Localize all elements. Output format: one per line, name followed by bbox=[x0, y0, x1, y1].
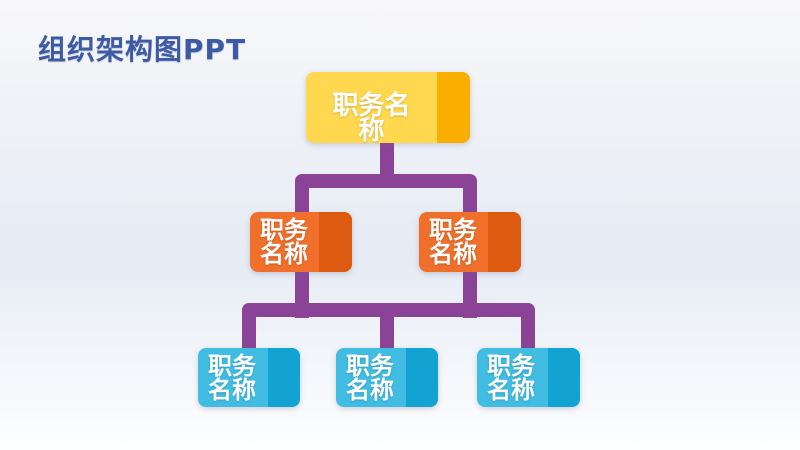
org-node-level3-2-accent-strip bbox=[406, 348, 438, 407]
org-node-level2-1[interactable]: 职务名称 bbox=[250, 212, 352, 272]
org-node-level2-2-label: 职务名称 bbox=[429, 216, 477, 268]
org-node-level2-2[interactable]: 职务名称 bbox=[419, 212, 521, 272]
org-node-level3-3-accent-strip bbox=[548, 348, 580, 407]
org-node-level2-1-label: 职务名称 bbox=[260, 216, 308, 268]
org-node-level3-2-label: 职务名称 bbox=[346, 352, 394, 404]
org-node-level3-3[interactable]: 职务名称 bbox=[477, 348, 580, 407]
org-node-level2-1-accent-strip bbox=[319, 212, 352, 272]
org-node-root-label: 职务名称 bbox=[332, 91, 411, 146]
org-node-level3-1-accent-strip bbox=[268, 348, 300, 407]
org-node-level3-3-label: 职务名称 bbox=[487, 352, 535, 404]
org-node-level3-1-label: 职务名称 bbox=[208, 352, 256, 404]
org-node-level3-1[interactable]: 职务名称 bbox=[198, 348, 300, 407]
org-node-level3-2[interactable]: 职务名称 bbox=[336, 348, 438, 407]
org-node-level2-2-accent-strip bbox=[488, 212, 521, 272]
org-node-root[interactable]: 职务名称 bbox=[306, 72, 470, 146]
slide-title: 组织架构图PPT bbox=[38, 33, 247, 66]
org-node-root-accent-strip bbox=[437, 72, 470, 143]
